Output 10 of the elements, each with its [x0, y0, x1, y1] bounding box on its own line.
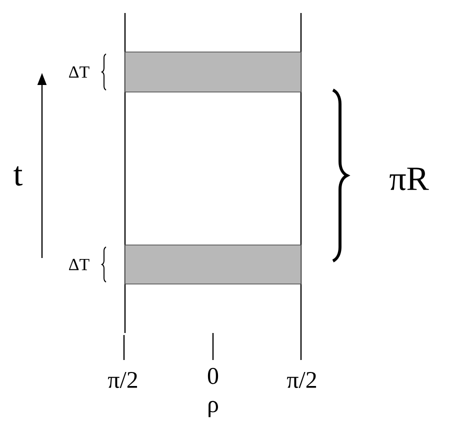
- shaded-band: [124, 244, 302, 284]
- shaded-band: [124, 52, 302, 92]
- tick-label: 0: [208, 368, 218, 384]
- tick-label: π/2: [108, 372, 138, 388]
- interval-label: ΔT: [69, 258, 90, 270]
- length-label: πR: [390, 168, 429, 190]
- axis-label: t: [14, 166, 23, 186]
- tick-label: π/2: [287, 372, 316, 388]
- interval-label: ΔT: [69, 66, 90, 78]
- axis-label: ρ: [208, 400, 218, 418]
